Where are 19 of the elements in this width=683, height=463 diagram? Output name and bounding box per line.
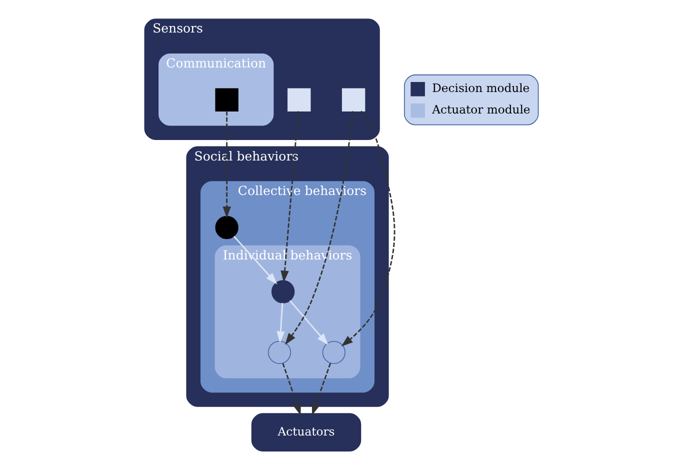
arrow <box>289 300 328 345</box>
legend-label: Actuator module <box>432 102 530 117</box>
arrow <box>312 362 332 416</box>
node-box: Actuators <box>251 413 362 452</box>
node-circle <box>271 280 295 304</box>
node-box <box>288 88 311 112</box>
arrow <box>222 111 231 218</box>
node-circle <box>215 216 238 240</box>
arrow <box>284 111 354 345</box>
legend-label: Decision module <box>432 81 530 96</box>
node-circle <box>322 340 346 364</box>
arrow <box>341 110 396 347</box>
arrow <box>282 362 301 416</box>
node-box <box>215 88 238 112</box>
cluster: Communication <box>158 53 274 126</box>
node-box <box>342 88 366 112</box>
node-circle <box>268 340 292 364</box>
arrow <box>276 302 285 344</box>
arrow <box>280 111 299 283</box>
